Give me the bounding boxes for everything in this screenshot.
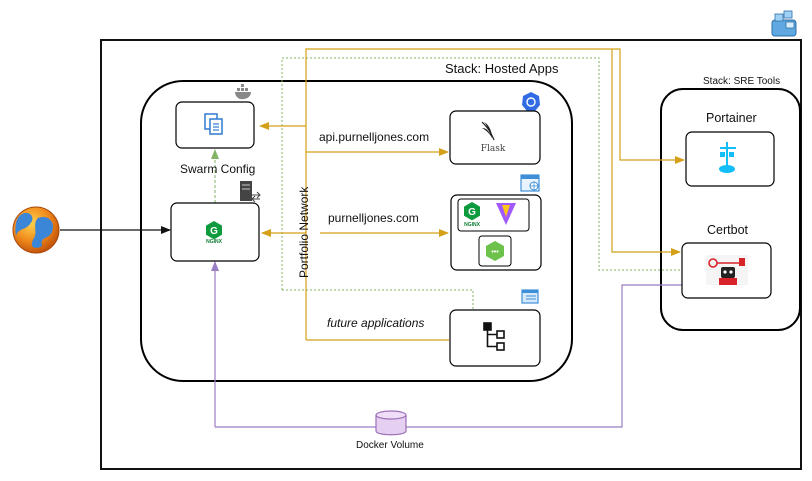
flask-app-node[interactable] bbox=[449, 110, 541, 165]
flask-icon bbox=[481, 121, 495, 141]
portfolio-network-label: Portfolio Network bbox=[297, 186, 311, 278]
certbot-label: Certbot bbox=[707, 223, 748, 237]
portainer-node[interactable] bbox=[685, 131, 775, 187]
browser-icon bbox=[521, 289, 539, 304]
docker-swarm-icon bbox=[771, 10, 797, 37]
nodejs-icon: ••• bbox=[486, 241, 504, 261]
nginx-app-icon: G bbox=[464, 202, 480, 221]
certbot-robot-icon bbox=[706, 255, 748, 285]
vite-icon bbox=[496, 203, 516, 225]
flask-caption: Flask bbox=[481, 144, 506, 154]
docker-volume-label: Docker Volume bbox=[356, 440, 424, 451]
server-icon bbox=[240, 181, 261, 203]
globe-icon bbox=[12, 206, 60, 254]
volume-lines bbox=[211, 261, 696, 428]
sre-tools-stack-title: Stack: SRE Tools bbox=[703, 76, 781, 87]
svg-text:G: G bbox=[210, 226, 218, 237]
svg-text:•••: ••• bbox=[491, 249, 499, 256]
hosted-apps-stack bbox=[140, 80, 573, 382]
swarm-config-label: Swarm Config bbox=[180, 162, 256, 176]
portainer-icon bbox=[719, 142, 736, 173]
route-lines bbox=[259, 48, 685, 341]
database-cylinder-icon bbox=[375, 410, 407, 436]
nginx-icon: G bbox=[206, 221, 222, 240]
portainer-label: Portainer bbox=[706, 111, 757, 125]
nginx-caption: NGINX bbox=[206, 239, 223, 245]
app-window-icon bbox=[520, 174, 540, 192]
sre-tools-stack bbox=[660, 88, 801, 331]
route-future-label: future applications bbox=[327, 316, 425, 330]
hierarchy-icon bbox=[483, 322, 505, 351]
config-document-icon bbox=[204, 113, 223, 135]
route-api-label: api.purnelljones.com bbox=[319, 130, 430, 144]
future-apps-node[interactable] bbox=[449, 309, 541, 367]
docker-whale-icon bbox=[235, 84, 251, 100]
nginx-app-caption: NGINX bbox=[464, 222, 481, 228]
network-dotted-lines bbox=[281, 57, 680, 310]
kubernetes-icon bbox=[522, 92, 540, 111]
svg-text:G: G bbox=[468, 207, 476, 218]
hosted-apps-stack-title: Stack: Hosted Apps bbox=[445, 61, 559, 76]
route-main-label: purnelljones.com bbox=[328, 211, 419, 225]
